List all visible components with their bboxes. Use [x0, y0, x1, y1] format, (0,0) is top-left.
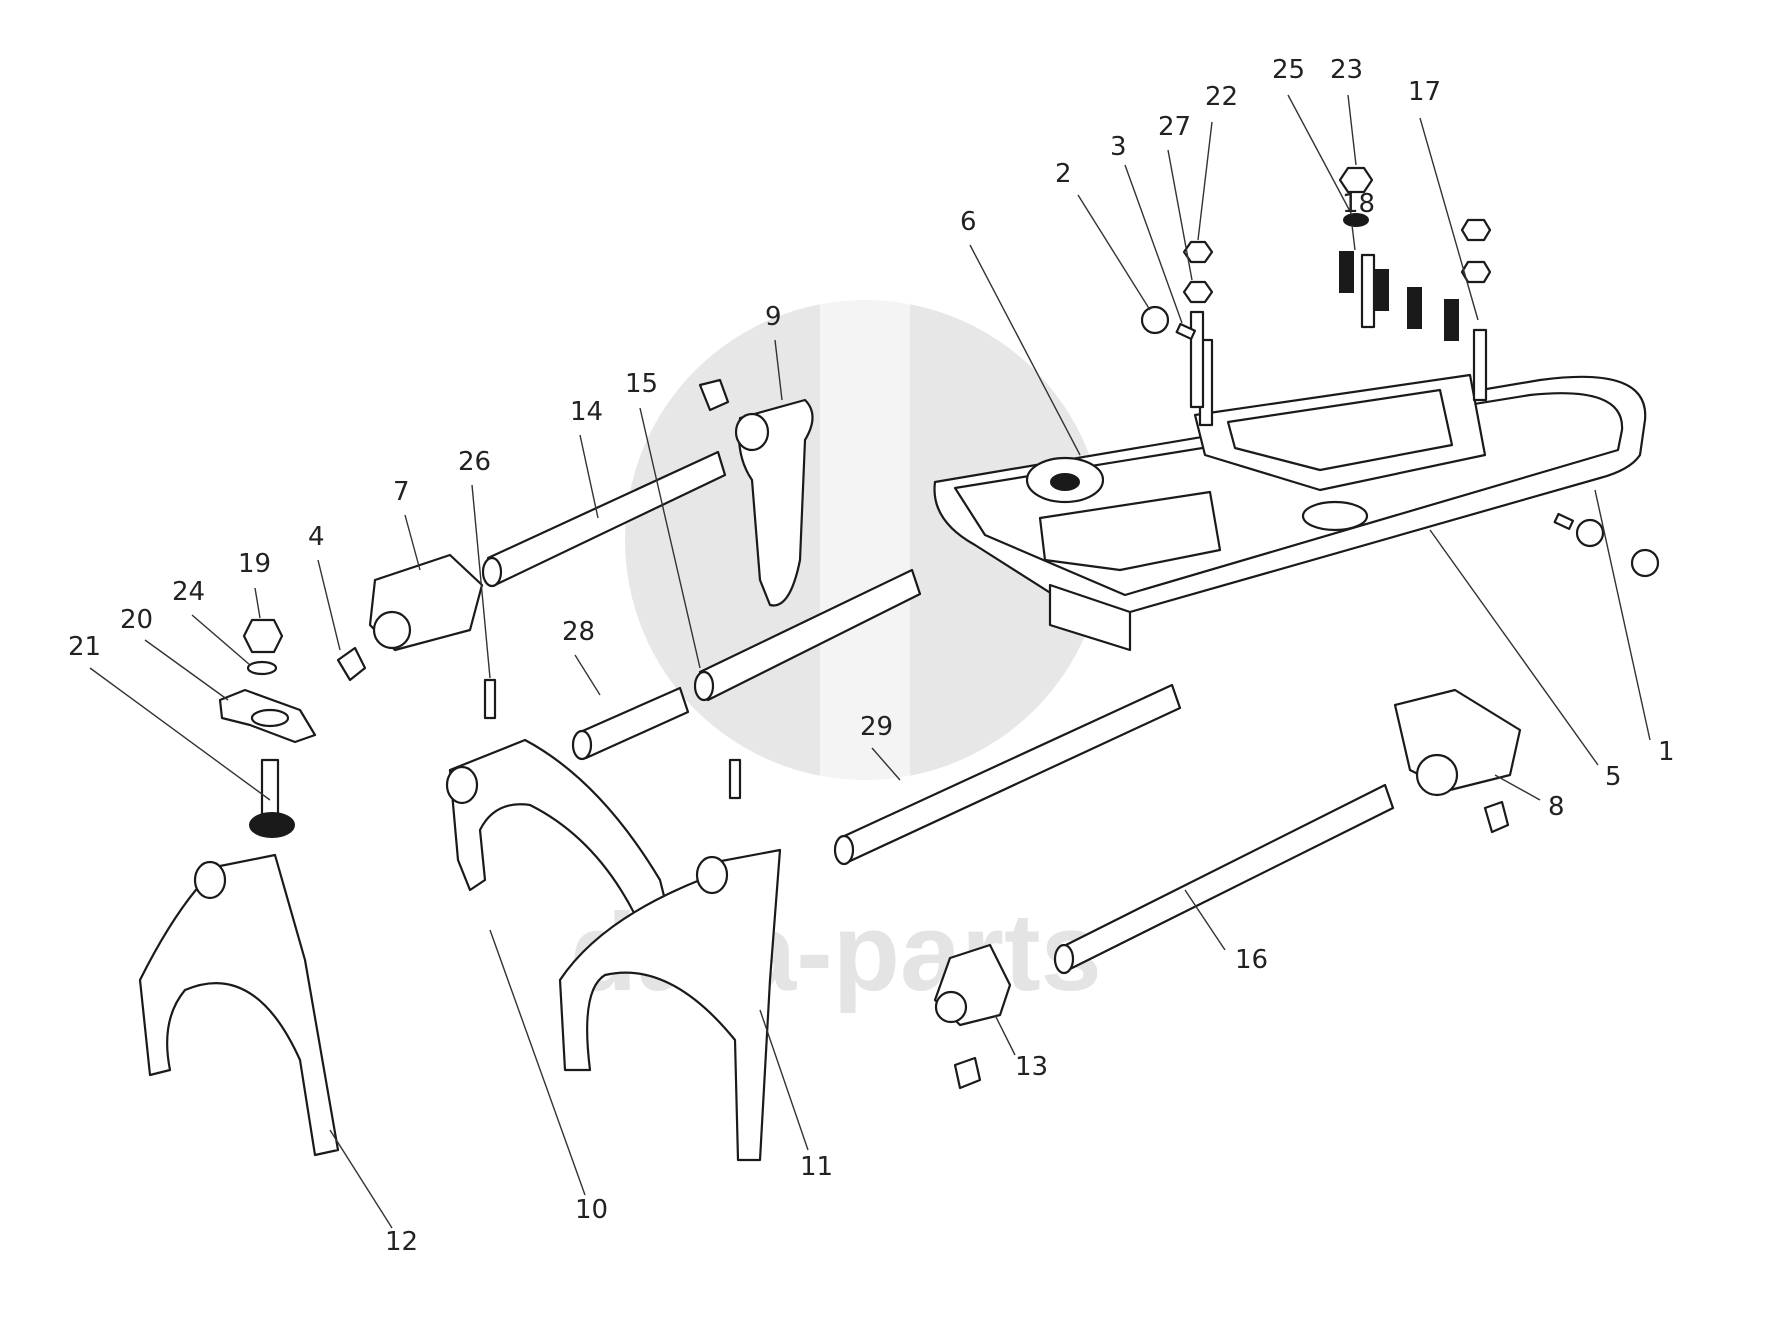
callout-label-7: 7: [393, 477, 410, 507]
blocks: [336, 553, 1522, 1090]
leader-line-7: [404, 514, 421, 571]
callout-label-9: 9: [765, 302, 782, 332]
callout-label-6: 6: [960, 207, 977, 237]
callout-label-25: 25: [1272, 55, 1305, 85]
leader-line-4: [317, 559, 341, 651]
callout-label-12: 12: [385, 1227, 418, 1257]
callout-label-8: 8: [1548, 792, 1565, 822]
lever-arm-part-9: [698, 378, 814, 607]
callout-label-11: 11: [800, 1152, 833, 1182]
leader-line-27: [1167, 149, 1193, 281]
watermark-logo-bar: [820, 300, 910, 820]
callout-label-15: 15: [625, 369, 658, 399]
callout-label-16: 16: [1235, 945, 1268, 975]
callout-label-22: 22: [1205, 82, 1238, 112]
leader-line-14: [579, 434, 599, 519]
shift-fork-part-10: [445, 738, 672, 927]
callout-label-21: 21: [68, 632, 101, 662]
callout-label-23: 23: [1330, 55, 1363, 85]
bracket-bolt-assembly: [218, 618, 742, 838]
leader-line-19: [254, 587, 261, 619]
callout-label-4: 4: [308, 522, 325, 552]
leader-line-3: [1124, 164, 1183, 324]
leader-line-2: [1077, 194, 1151, 311]
callout-label-2: 2: [1055, 159, 1072, 189]
leader-line-28: [574, 654, 601, 696]
leader-line-18: [1351, 224, 1356, 251]
callout-label-3: 3: [1110, 132, 1127, 162]
shift-fork-part-11: [558, 848, 782, 1162]
callout-label-17: 17: [1408, 77, 1441, 107]
shafts: [481, 450, 1395, 975]
leader-line-17: [1419, 117, 1479, 321]
leader-line-11: [759, 1009, 809, 1151]
leader-line-12: [329, 1129, 393, 1229]
callout-label-27: 27: [1158, 112, 1191, 142]
cover-plate-part-6: [933, 373, 1647, 652]
leader-line-21: [89, 667, 271, 801]
leader-line-29: [871, 747, 901, 781]
callout-label-24: 24: [172, 577, 205, 607]
shift-fork-part-12: [138, 853, 340, 1157]
studs-and-nuts: [1140, 166, 1660, 578]
callout-label-18: 18: [1342, 189, 1375, 219]
callout-label-5: 5: [1605, 762, 1622, 792]
leader-lines: [89, 94, 1651, 1229]
callout-label-28: 28: [562, 617, 595, 647]
leader-line-23: [1347, 94, 1357, 166]
leader-line-26: [471, 484, 491, 679]
leader-line-5: [1429, 529, 1599, 766]
callout-label-13: 13: [1015, 1052, 1048, 1082]
leader-line-22: [1197, 121, 1213, 241]
leader-line-1: [1594, 489, 1651, 741]
callout-label-19: 19: [238, 549, 271, 579]
callout-label-20: 20: [120, 605, 153, 635]
leader-line-6: [969, 244, 1081, 456]
callout-label-26: 26: [458, 447, 491, 477]
leader-line-10: [489, 929, 586, 1196]
leader-line-20: [144, 639, 229, 701]
leader-line-24: [191, 614, 251, 666]
callout-label-14: 14: [570, 397, 603, 427]
leader-line-9: [774, 339, 783, 401]
callout-label-29: 29: [860, 712, 893, 742]
leader-line-8: [1494, 774, 1541, 801]
callout-labels: 1234567891011121314151617181920212223242…: [68, 55, 1675, 1257]
leader-line-16: [1184, 889, 1226, 951]
callout-label-10: 10: [575, 1195, 608, 1225]
leader-line-15: [639, 407, 701, 669]
callout-label-1: 1: [1658, 737, 1675, 767]
leader-line-13: [994, 1014, 1016, 1056]
leader-line-25: [1287, 94, 1353, 216]
